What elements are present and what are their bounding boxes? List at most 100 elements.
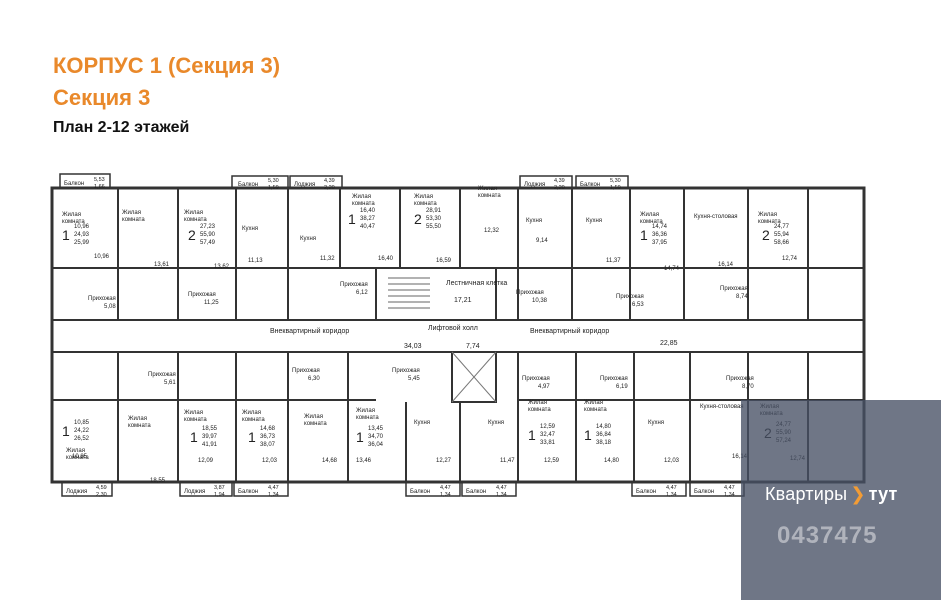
apartment-room-count: 2 bbox=[414, 211, 422, 227]
title-block: КОРПУС 1 (Секция 3) Секция 3 План 2-12 э… bbox=[53, 50, 280, 140]
apartment-area: 27,23 bbox=[200, 224, 216, 230]
apartment-area: 10,85 bbox=[74, 420, 90, 426]
room-area: 16,59 bbox=[436, 258, 452, 264]
balconies bbox=[59, 173, 745, 497]
room-name: Жилая bbox=[528, 400, 547, 406]
apartment-area: 38,27 bbox=[360, 216, 376, 222]
hall-name: Прихожая bbox=[392, 368, 420, 374]
hall-area: 7,74 bbox=[466, 343, 480, 350]
room-area: 10,96 bbox=[94, 254, 110, 260]
apartment-area: 24,77 bbox=[774, 224, 790, 230]
balcony-area: 4,47 bbox=[666, 485, 677, 491]
room-area: 12,74 bbox=[782, 256, 798, 262]
room-area: 13,62 bbox=[214, 264, 230, 270]
balcony-name: Балкон bbox=[466, 489, 486, 495]
stair-steps bbox=[388, 277, 430, 309]
room-name: Жилая bbox=[184, 210, 203, 216]
apartment-room-count: 2 bbox=[188, 227, 196, 243]
room-name: Кухня bbox=[414, 420, 430, 426]
room-area: 16,40 bbox=[378, 256, 394, 262]
balcony-name: Лоджия bbox=[294, 182, 315, 188]
balcony-area: 4,47 bbox=[496, 485, 507, 491]
room-area: 14,74 bbox=[664, 266, 680, 272]
listing-id: 0437475 bbox=[777, 522, 878, 549]
room-area: 12,27 bbox=[436, 458, 452, 464]
room-name: комната bbox=[242, 417, 265, 423]
apartment-area: 40,47 bbox=[360, 224, 376, 230]
apartment-room-count: 1 bbox=[348, 211, 356, 227]
room-area: 11,13 bbox=[248, 258, 263, 264]
section-title: Секция 3 bbox=[53, 85, 151, 110]
apartment-room-count: 1 bbox=[528, 427, 536, 443]
balcony-area: 4,39 bbox=[324, 178, 335, 184]
balcony-name: Балкон bbox=[64, 181, 84, 187]
room-name: Кухня bbox=[488, 420, 504, 426]
room-name: Кухня bbox=[648, 420, 664, 426]
apartment-area: 34,70 bbox=[368, 434, 384, 440]
room-area: 12,03 bbox=[262, 458, 278, 464]
room-area: 14,80 bbox=[604, 458, 620, 464]
room-name: Жилая bbox=[640, 212, 659, 218]
room-name: Жилая bbox=[128, 416, 147, 422]
hall-area: 10,38 bbox=[532, 298, 548, 304]
hall-area: 5,45 bbox=[408, 376, 420, 382]
room-name: Жилая bbox=[356, 408, 375, 414]
room-name: Кухня-столовая bbox=[694, 214, 738, 220]
hall-name: Прихожая bbox=[616, 294, 644, 300]
room-name: Кухня bbox=[300, 236, 316, 242]
room-name: Жилая bbox=[184, 410, 203, 416]
room-area: 18,55 bbox=[150, 478, 166, 484]
hall-name: Прихожая bbox=[516, 290, 544, 296]
room-name: Жилая bbox=[352, 194, 371, 200]
room-name: комната bbox=[414, 201, 437, 207]
hall-area: 5,08 bbox=[104, 304, 116, 310]
apartment-area: 28,91 bbox=[426, 208, 442, 214]
room-name: Жилая bbox=[66, 448, 85, 454]
balcony-name: Балкон bbox=[580, 182, 600, 188]
hall-area: 8,70 bbox=[742, 384, 754, 390]
room-area: 12,59 bbox=[544, 458, 560, 464]
hall-area: 8,74 bbox=[736, 294, 748, 300]
room-area: 11,47 bbox=[500, 458, 515, 464]
watermark: Квартиры❯тут 0437475 bbox=[741, 400, 941, 600]
apartment-area: 26,52 bbox=[74, 436, 90, 442]
balcony-area: 2,20 bbox=[324, 185, 335, 191]
apartment-room-count: 1 bbox=[248, 429, 256, 445]
hall-area: 6,53 bbox=[632, 302, 644, 308]
balcony-area: 4,47 bbox=[268, 485, 279, 491]
room-name: комната bbox=[66, 455, 89, 461]
apartment-area: 36,36 bbox=[652, 232, 668, 238]
apartment-room-count: 1 bbox=[62, 423, 70, 439]
apartment-area: 39,97 bbox=[202, 434, 218, 440]
top-partitions bbox=[52, 188, 864, 320]
balcony-area: 1,59 bbox=[268, 185, 279, 191]
hall-area: 6,12 bbox=[356, 290, 368, 296]
balcony-area: 1,66 bbox=[94, 184, 105, 190]
room-name: Кухня bbox=[586, 218, 602, 224]
room-area: 11,37 bbox=[606, 258, 621, 264]
apartment-area: 33,81 bbox=[540, 440, 556, 446]
room-name: Кухня-столовая bbox=[700, 404, 744, 410]
apartment-area: 53,30 bbox=[426, 216, 442, 222]
apartment-room-count: 1 bbox=[584, 427, 592, 443]
room-name: Жилая bbox=[584, 400, 603, 406]
room-name: комната bbox=[62, 219, 85, 225]
room-area: 13,46 bbox=[356, 458, 372, 464]
hall-name: Прихожая bbox=[726, 376, 754, 382]
apartment-area: 16,40 bbox=[360, 208, 376, 214]
apartment-area: 55,90 bbox=[200, 232, 216, 238]
apartment-area: 24,22 bbox=[74, 428, 90, 434]
room-area: 12,09 bbox=[198, 458, 214, 464]
apartment-area: 36,04 bbox=[368, 442, 384, 448]
balcony-name: Балкон bbox=[238, 182, 258, 188]
room-area: 12,03 bbox=[664, 458, 680, 464]
room-name: Жилая bbox=[304, 414, 323, 420]
hall-area: 6,30 bbox=[308, 376, 320, 382]
balcony-area: 2,20 bbox=[554, 185, 565, 191]
balcony-name: Лоджия bbox=[184, 489, 205, 495]
balcony-name: Балкон bbox=[636, 489, 656, 495]
apartment-area: 36,73 bbox=[260, 434, 276, 440]
room-name: комната bbox=[478, 193, 501, 199]
hall-name: Прихожая bbox=[88, 296, 116, 302]
